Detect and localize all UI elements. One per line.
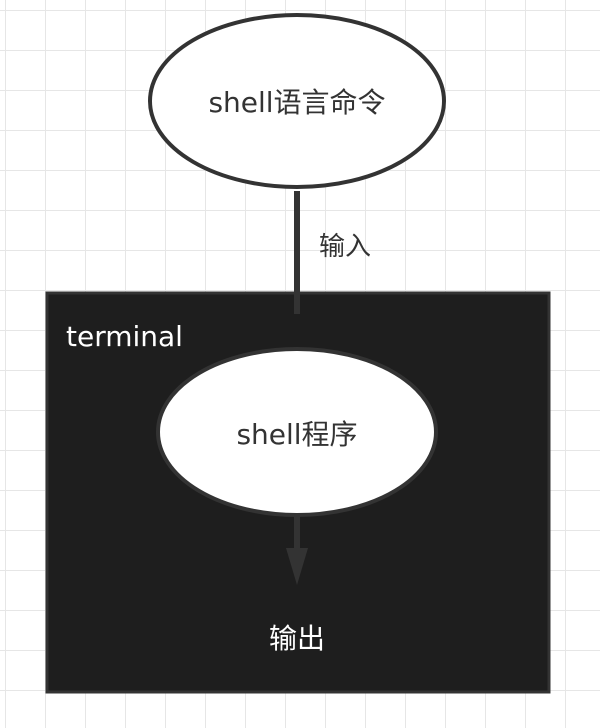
edge-label-input: 输入 bbox=[319, 232, 371, 262]
node-shell-program[interactable]: shell程序 bbox=[156, 347, 438, 517]
node-shell-command-shape bbox=[148, 13, 446, 189]
node-shell-command[interactable]: shell语言命令 bbox=[148, 13, 446, 189]
node-shell-program-shape bbox=[156, 347, 438, 517]
edge-program-to-output bbox=[286, 516, 308, 585]
node-output-label[interactable]: 输出 bbox=[269, 622, 325, 655]
node-shell-command-label: shell语言命令 bbox=[208, 86, 385, 119]
arrowhead-output bbox=[286, 548, 308, 585]
node-terminal-label: terminal bbox=[66, 320, 183, 353]
node-shell-program-label: shell程序 bbox=[236, 418, 357, 451]
